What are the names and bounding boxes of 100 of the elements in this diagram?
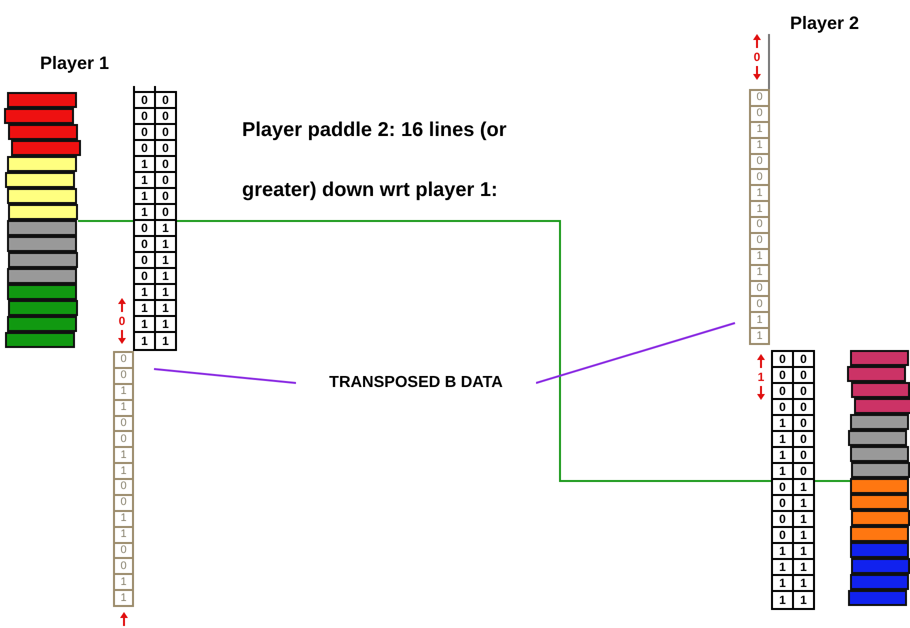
- bit-cell: 0: [115, 480, 132, 496]
- leader-line: [536, 322, 736, 384]
- paddle-drawing: [847, 350, 910, 606]
- bit-cell: 1: [135, 157, 156, 171]
- bit-cell-text: 1: [161, 317, 170, 331]
- bit-cell: 0: [773, 512, 794, 526]
- bit-cell: 0: [773, 496, 794, 510]
- bit-cell-text: 0: [799, 368, 808, 382]
- bit-cell: 0: [115, 368, 132, 385]
- bit-cell-text: 0: [799, 464, 808, 478]
- bit-cell: 0: [773, 400, 794, 414]
- bit-cell-text: 0: [161, 157, 170, 171]
- player-label: Player 2: [790, 12, 860, 35]
- bit-cell-text: 1: [161, 253, 170, 267]
- bit-cell: 0: [751, 297, 768, 314]
- bit-cell: 0: [135, 269, 156, 283]
- bit-cell-text: 1: [799, 576, 808, 590]
- bit-cell: 0: [135, 141, 156, 155]
- bit-cell-text: 0: [799, 448, 808, 462]
- bit-cell: 1: [773, 576, 794, 590]
- bit-cell-text: 1: [799, 528, 808, 542]
- bit-cell-text: 1: [161, 333, 170, 349]
- bit-cell: 1: [115, 528, 132, 544]
- bit-cell-text: 0: [161, 141, 170, 155]
- bit-cell-text: 0: [799, 416, 808, 430]
- bit-cell: 1: [115, 512, 132, 528]
- bit-cell: 1: [751, 313, 768, 330]
- bit-cell: 0: [773, 528, 794, 542]
- bit-cell-text: 1: [799, 480, 808, 494]
- bit-cell: 0: [751, 218, 768, 234]
- bit-cell-text: 1: [755, 329, 764, 343]
- bit-cell: 1: [773, 416, 794, 430]
- bit-cell: 1: [751, 186, 768, 202]
- bit-cell-text: 0: [161, 125, 170, 139]
- bit-label: 0: [752, 51, 762, 63]
- bit-cell: 1: [135, 205, 156, 219]
- bit-cell: 1: [773, 432, 794, 446]
- bit-cell: 0: [751, 154, 768, 170]
- bit-cell-text: 1: [799, 512, 808, 526]
- bit-cell: 1: [135, 301, 156, 315]
- bit-cell-text: 1: [161, 285, 170, 299]
- bit-cell: 0: [115, 544, 132, 560]
- bit-cell: 0: [751, 170, 768, 186]
- bit-cell: 1: [751, 266, 768, 282]
- bit-label: 1: [756, 371, 766, 383]
- bit-cell-text: 1: [799, 592, 808, 608]
- bit-cell: 0: [751, 282, 768, 298]
- bit-cell-text: 0: [161, 93, 170, 107]
- bit-cell-text: 0: [799, 352, 808, 366]
- bit-cell: 1: [773, 560, 794, 574]
- bit-cell: 0: [135, 221, 156, 235]
- bit-cell: 1: [773, 592, 794, 608]
- bit-cell: 0: [115, 496, 132, 512]
- bit-cell: 1: [773, 448, 794, 462]
- bit-label: 0: [118, 315, 126, 327]
- bit-cell: 0: [751, 106, 768, 123]
- bit-cell: 0: [773, 352, 794, 366]
- bit-cell: 1: [135, 285, 156, 299]
- bit-cell-text: 1: [161, 269, 170, 283]
- bit-cell: 1: [773, 544, 794, 558]
- title: Player paddle 2: 16 lines (or greater) down wrt player 1:: [242, 118, 508, 203]
- bit-cell: 0: [115, 416, 132, 432]
- bit-cell-text: 0: [161, 205, 170, 219]
- bit-cell: 1: [751, 202, 768, 218]
- bit-cell: 0: [135, 93, 156, 107]
- bit-cell: 0: [135, 109, 156, 123]
- bit-cell: 1: [115, 400, 132, 416]
- bit-cell: 0: [115, 353, 132, 369]
- connector-line: [78, 220, 851, 482]
- bit-cell: 1: [135, 189, 156, 203]
- bit-cell-text: 1: [799, 496, 808, 510]
- data-column: [113, 351, 134, 607]
- bit-cell: 0: [773, 368, 794, 382]
- bit-cell-text: 1: [799, 544, 808, 558]
- bit-cell: 1: [115, 448, 132, 464]
- bit-cell: 0: [773, 384, 794, 398]
- bit-cell: 0: [135, 125, 156, 139]
- bit-cell: 1: [751, 122, 768, 139]
- bit-cell-text: 1: [119, 591, 128, 605]
- bit-cell-text: 0: [799, 400, 808, 414]
- bit-cell: 1: [135, 173, 156, 187]
- paddle-drawing: [4, 92, 82, 348]
- bit-cell: 0: [751, 91, 768, 107]
- bit-cell-text: 1: [161, 221, 170, 235]
- bit-cell: 1: [773, 464, 794, 478]
- bit-cell: 1: [115, 384, 132, 401]
- bit-cell: 0: [115, 559, 132, 576]
- bit-cell: 1: [751, 138, 768, 154]
- bit-cell-text: 0: [799, 384, 808, 398]
- data-column: [749, 89, 770, 345]
- bit-cell: 0: [135, 237, 156, 251]
- bit-cell-text: 0: [161, 109, 170, 123]
- bit-cell: 1: [751, 250, 768, 266]
- leader-line: [154, 368, 296, 384]
- bit-cell: 0: [135, 253, 156, 267]
- bit-cell: 1: [115, 575, 132, 592]
- bit-cell: 1: [135, 333, 156, 349]
- player-label: Player 1: [40, 52, 110, 75]
- bit-cell-text: 1: [799, 560, 808, 574]
- bit-cell: 1: [135, 317, 156, 331]
